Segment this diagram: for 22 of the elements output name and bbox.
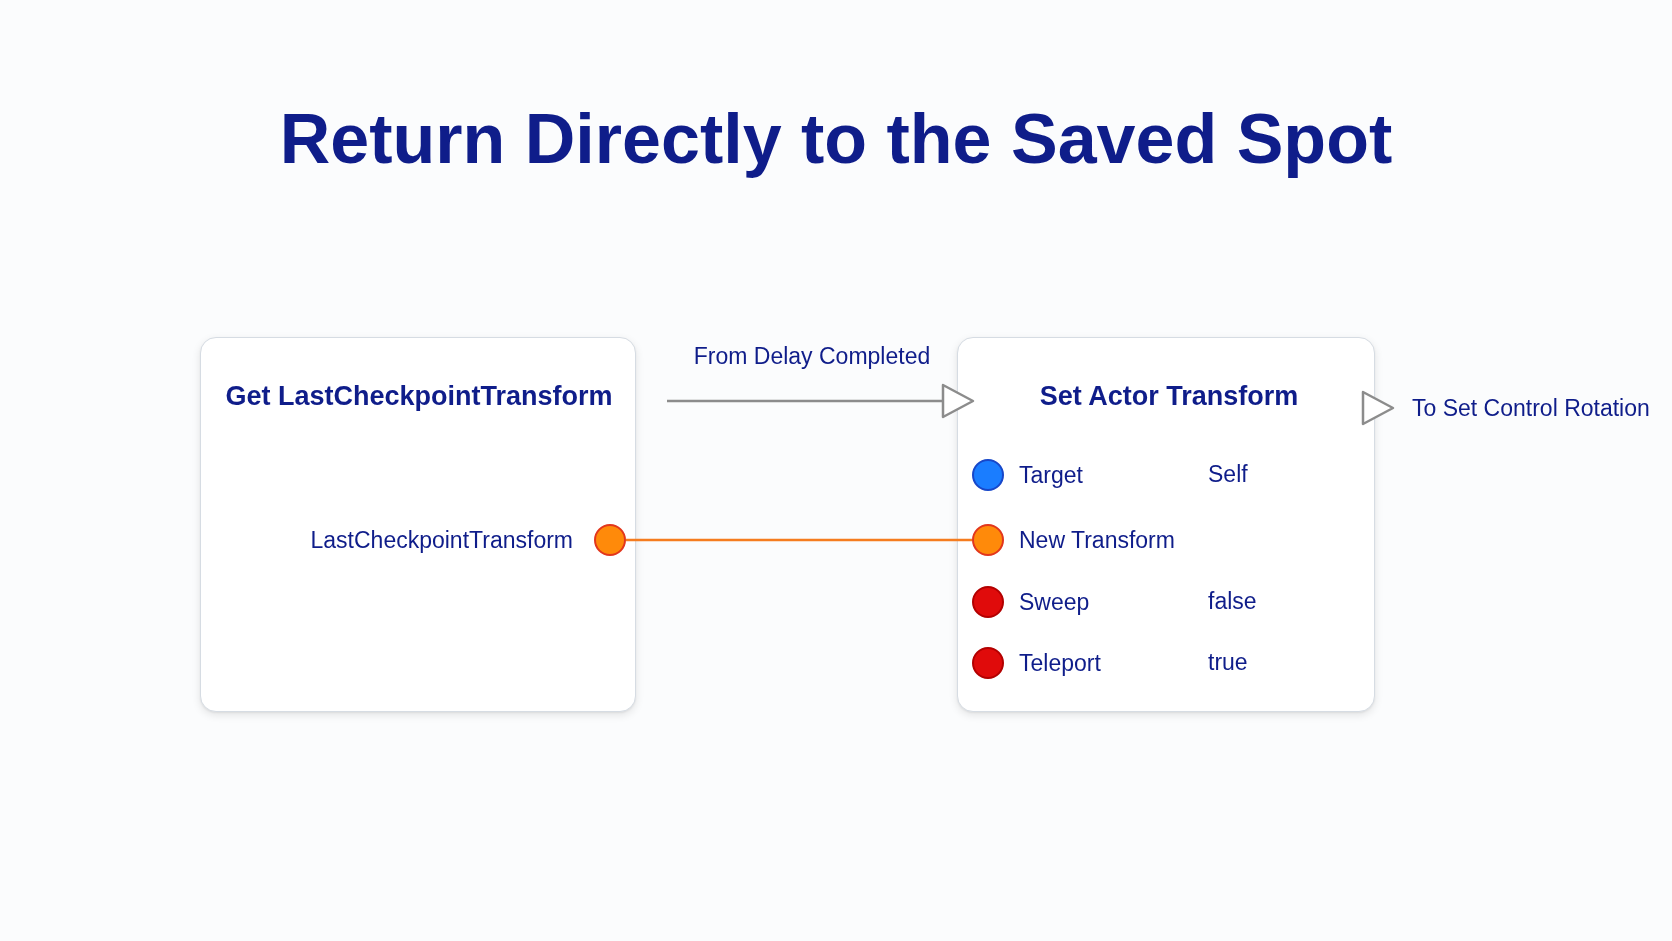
node-card	[957, 337, 1375, 712]
pin-value: true	[1208, 648, 1248, 676]
node-title: Get LastCheckpointTransform	[225, 380, 613, 412]
pin-value: false	[1208, 587, 1257, 615]
pin-circle-icon	[972, 459, 1004, 491]
node-card	[200, 337, 636, 712]
exec-pin-icon	[1361, 390, 1395, 426]
diagram-title: Return Directly to the Saved Spot	[279, 99, 1393, 179]
pin-label: Target	[1019, 461, 1083, 489]
pin-label: Sweep	[1019, 588, 1090, 616]
pin-circle-icon	[972, 524, 1004, 556]
pin-label: Teleport	[1019, 649, 1101, 677]
pin-label: New Transform	[1019, 526, 1175, 554]
node-title: Set Actor Transform	[1039, 380, 1299, 412]
pin-circle-icon	[972, 647, 1004, 679]
pin-circle-icon	[594, 524, 626, 556]
exec-pin-label: To Set Control Rotation	[1412, 394, 1650, 422]
arrow	[667, 383, 975, 419]
connector-line	[626, 538, 972, 542]
pin-value: Self	[1208, 460, 1248, 488]
pin-label: LastCheckpointTransform	[310, 526, 573, 554]
pin-circle-icon	[972, 586, 1004, 618]
